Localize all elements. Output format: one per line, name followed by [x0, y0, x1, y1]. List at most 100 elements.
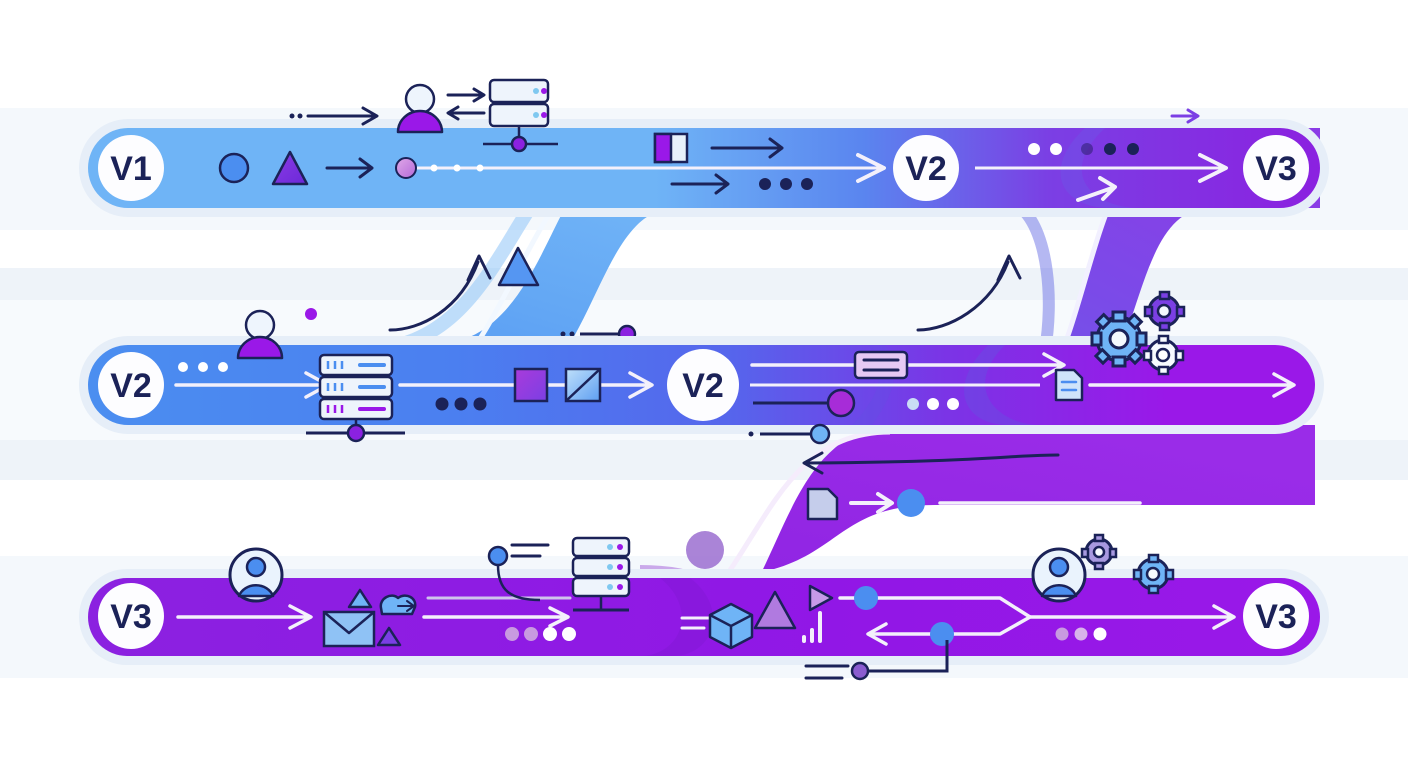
lane-1-overhead — [289, 78, 1200, 153]
arrow-left-icon — [866, 622, 888, 646]
badge-v1[interactable]: V1 — [98, 135, 164, 201]
cube-3d-icon — [708, 602, 754, 650]
white-arrow-icon — [1076, 176, 1117, 202]
badge-v3-lane3-end[interactable]: V3 — [1243, 583, 1309, 649]
ink-dots-mid — [435, 397, 487, 411]
leader-dot — [289, 113, 295, 119]
document-icon — [806, 487, 839, 521]
menu-lines-icon — [804, 664, 850, 680]
play-triangle-icon — [808, 584, 834, 612]
badge-v1-label: V1 — [110, 150, 152, 188]
lane-2[interactable]: V2 V2 — [79, 309, 1324, 443]
small-triangle-down-icon — [376, 626, 402, 647]
gear-icon — [1142, 334, 1185, 376]
blue-circle-icon — [930, 622, 954, 646]
arrow-right-icon — [325, 157, 374, 179]
list-card-icon — [853, 350, 909, 380]
trail-dots-1 — [430, 164, 484, 172]
badge-v3-lane3-start-label: V3 — [110, 598, 152, 636]
lane-3[interactable]: V3 V3 — [79, 533, 1329, 665]
circle-shape-icon — [218, 152, 250, 184]
lane-1-ribbon-overlay — [1060, 128, 1140, 208]
node-line-server-1 — [483, 135, 558, 153]
leader-dot — [297, 113, 303, 119]
white-dots-right — [907, 398, 959, 410]
user-avatar-icon — [236, 309, 284, 360]
arrow-right-icon — [670, 173, 730, 195]
user-avatar-icon — [396, 83, 444, 134]
square-filled-icon — [513, 367, 549, 403]
gear-icon — [1080, 533, 1118, 571]
triangle-shape-icon — [271, 150, 309, 186]
user-circle-icon — [1031, 547, 1087, 603]
white-arrow-icon — [849, 492, 894, 514]
node-line-dot — [487, 545, 541, 602]
cloud-sync-icon — [379, 594, 417, 616]
menu-lines-icon — [510, 543, 550, 558]
badge-v3-lane1-label: V3 — [1255, 150, 1297, 188]
badge-v3-lane3-end-label: V3 — [1255, 598, 1297, 636]
node-line-dot-3 — [748, 423, 831, 445]
arrow-right-icon — [1170, 108, 1200, 124]
badge-v2-lane2-mid[interactable]: V2 — [667, 349, 739, 421]
bar-chart-icon — [802, 611, 822, 643]
pale-dots-left — [505, 627, 576, 641]
white-dots-left — [178, 362, 228, 372]
lane-1-spine-arrow-2-icon — [1198, 153, 1228, 183]
curved-arrow-up-icon — [916, 254, 1022, 332]
document-icon — [1054, 368, 1084, 402]
gear-icon — [1132, 553, 1175, 595]
lane-3-merge-path-2 — [868, 615, 1032, 636]
leader-dot — [560, 331, 566, 337]
badge-v3-lane3-start[interactable]: V3 — [98, 583, 164, 649]
white-dots-right — [1028, 143, 1062, 155]
node-line-dot-5 — [850, 640, 949, 681]
server-rack-icon — [571, 536, 631, 612]
badge-v2-lane2-start-label: V2 — [110, 367, 152, 405]
pale-dots-right — [1055, 627, 1107, 641]
gear-icon — [1090, 310, 1148, 368]
badge-v2-lane1-label: V2 — [905, 150, 947, 188]
server-rack-icon — [488, 78, 550, 144]
lane-1[interactable]: V1 V2 V3 — [79, 119, 1329, 217]
transition-3-decor — [686, 423, 1142, 569]
node-line-dot-4 — [753, 388, 856, 418]
ink-dots-right — [1081, 143, 1139, 155]
server-rack-icon — [318, 353, 394, 433]
pink-dot-icon — [395, 157, 417, 179]
lane-3-spine-arrow-2-icon — [422, 606, 570, 628]
lane-3-spine-arrow-icon — [176, 604, 313, 630]
small-triangle-up-icon — [347, 588, 373, 609]
badge-v2-lane2-start[interactable]: V2 — [98, 352, 164, 418]
split-panel-icon — [653, 132, 689, 164]
badge-v2-lane1[interactable]: V2 — [893, 135, 959, 201]
ribbon-lane3-to-lane2 — [560, 425, 1315, 656]
square-diagonal-icon — [564, 367, 602, 403]
lane-2-spine-arrow-4-icon — [1088, 372, 1296, 398]
arrow-right-icon — [710, 137, 784, 159]
blue-circle-icon — [897, 489, 925, 517]
arrow-left-long-icon — [802, 451, 1060, 475]
gears-cluster-icon — [1090, 290, 1186, 376]
user-circle-icon — [228, 547, 284, 603]
triangle-shape-icon — [753, 590, 797, 630]
lane-3-ribbon-overlay — [640, 578, 714, 656]
accent-dot — [305, 308, 317, 320]
curved-arrow-up-icon — [388, 254, 492, 332]
lane-1-spine-arrow-icon — [856, 153, 886, 183]
node-circle-icon — [686, 531, 724, 569]
node-line-server-2 — [306, 423, 405, 443]
mail-envelope-icon — [322, 610, 376, 648]
ink-dots-mid — [759, 178, 813, 190]
arrow-right-icon — [306, 106, 379, 126]
badge-v2-lane2-mid-label: V2 — [682, 367, 724, 405]
blue-circle-icon — [854, 586, 878, 610]
menu-lines-icon — [680, 616, 712, 630]
exchange-arrows-icon — [446, 87, 486, 121]
triangle-outline-icon — [497, 246, 540, 287]
transition-2-decor — [916, 176, 1117, 332]
gear-icon — [1143, 290, 1186, 332]
badge-v3-lane1[interactable]: V3 — [1243, 135, 1309, 201]
